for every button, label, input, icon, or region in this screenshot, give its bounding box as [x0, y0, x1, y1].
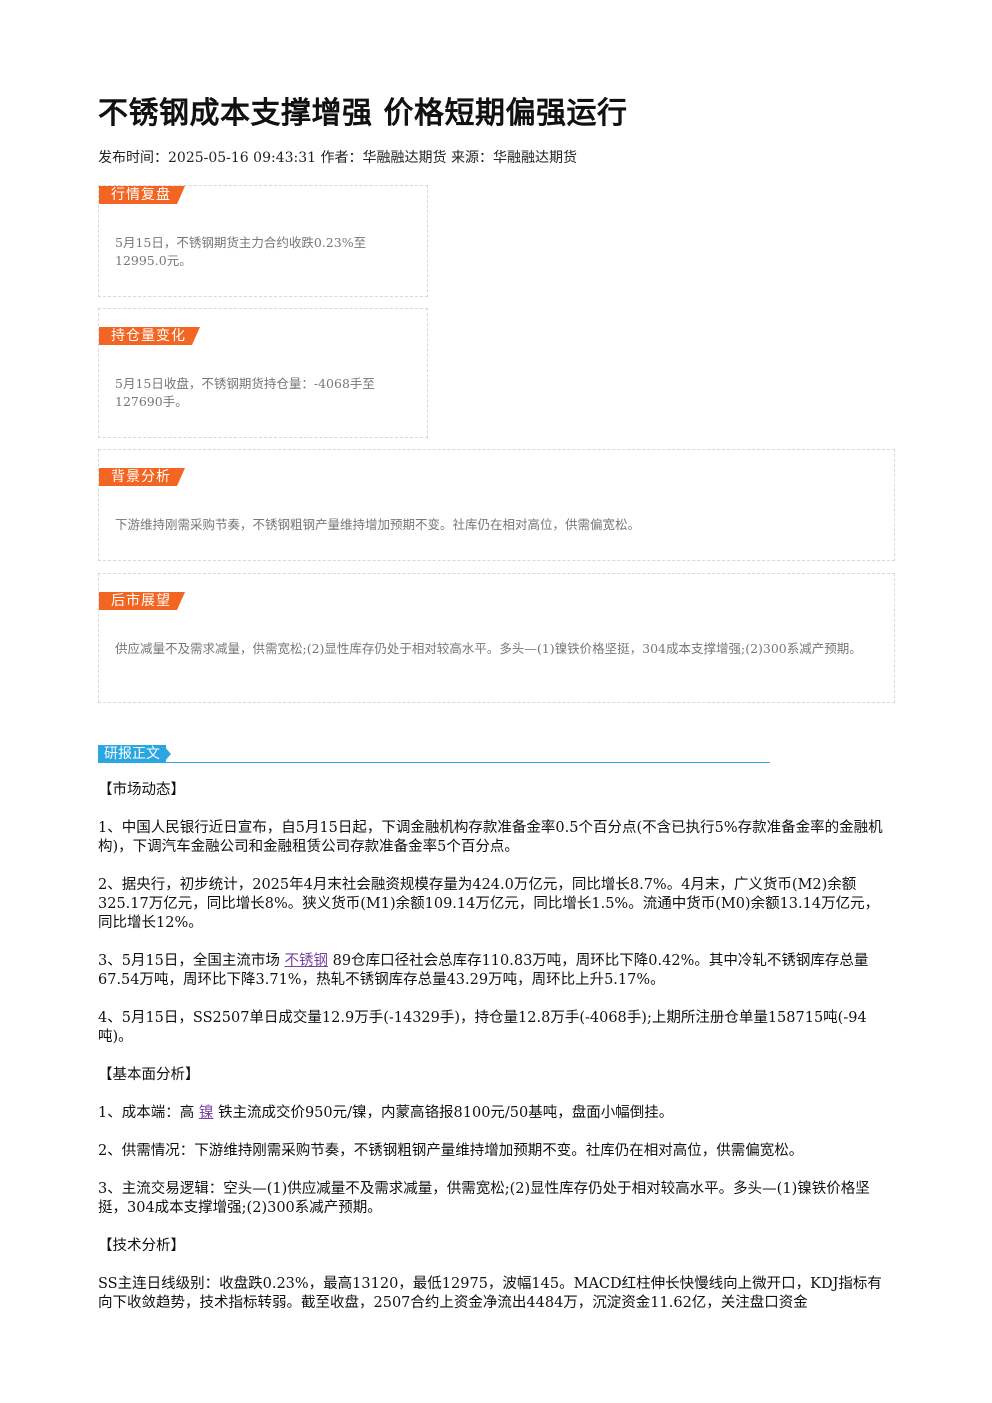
- market-paragraph-1: 1、中国人民银行近日宣布，自5月15日起，下调金融机构存款准备金率0.5个百分点…: [98, 820, 883, 855]
- stainless-steel-link[interactable]: 不锈钢: [284, 953, 329, 969]
- outlook-box: 后市展望 供应减量不及需求减量，供需宽松;(2)显性库存仍处于相对较高水平。多头…: [98, 573, 895, 703]
- technical-heading: 【技术分析】: [98, 1238, 185, 1254]
- market-review-box: 行情复盘 5月15日，不锈钢期货主力合约收跌0.23%至12995.0元。: [98, 185, 428, 297]
- background-text: 下游维持刚需采购节奏，不锈钢粗钢产量维持增加预期不变。社库仍在相对高位，供需偏宽…: [115, 517, 641, 532]
- market-heading: 【市场动态】: [98, 782, 185, 798]
- fundamental-paragraph-1-end: 铁主流成交价950元/镍，内蒙高铬报8100元/50基吨，盘面小幅倒挂。: [213, 1105, 674, 1121]
- market-paragraph-3: 3、5月15日，全国主流市场 不锈钢 89仓库口径社会总库存110.83万吨，周…: [98, 952, 890, 990]
- report-divider: [98, 762, 770, 763]
- market-review-text: 5月15日，不锈钢期货主力合约收跌0.23%至12995.0元。: [115, 235, 367, 268]
- fundamental-paragraph-1-start: 1、成本端：高: [98, 1105, 199, 1121]
- market-paragraph-2: 2、据央行，初步统计，2025年4月末社会融资规模存量为424.0万亿元，同比增…: [98, 877, 880, 931]
- market-paragraph-3-start: 3、5月15日，全国主流市场: [98, 953, 285, 969]
- position-change-tag: 持仓量变化: [99, 327, 200, 345]
- article-meta: 发布时间：2025-05-16 09:43:31 作者：华融融达期货 来源：华融…: [98, 150, 577, 166]
- background-tag: 背景分析: [99, 468, 185, 486]
- position-change-text: 5月15日收盘，不锈钢期货持仓量：-4068手至127690手。: [115, 376, 375, 409]
- fundamental-paragraph-3: 3、主流交易逻辑：空头—(1)供应减量不及需求减量，供需宽松;(2)显性库存仍处…: [98, 1181, 870, 1216]
- outlook-tag: 后市展望: [99, 592, 185, 610]
- market-review-tag: 行情复盘: [99, 186, 185, 204]
- market-paragraph-4: 4、5月15日，SS2507单日成交量12.9万手(-14329手)，持仓量12…: [98, 1010, 867, 1045]
- report-tag-arrow: [163, 745, 171, 763]
- market-paragraph-3-end: 89仓库口径社会总库存110.83万吨，周环比下降0.42%。其中冷轧不锈钢库存…: [98, 953, 869, 988]
- outlook-text: 供应减量不及需求减量，供需宽松;(2)显性库存仍处于相对较高水平。多头—(1)镍…: [115, 641, 862, 656]
- nickel-link[interactable]: 镍: [198, 1105, 214, 1121]
- fundamental-heading: 【基本面分析】: [98, 1067, 200, 1083]
- report-tag: 研报正文: [98, 745, 166, 763]
- fundamental-paragraph-1: 1、成本端：高 镍 铁主流成交价950元/镍，内蒙高铬报8100元/50基吨，盘…: [98, 1104, 890, 1123]
- fundamental-paragraph-2: 2、供需情况：下游维持刚需采购节奏，不锈钢粗钢产量维持增加预期不变。社库仍在相对…: [98, 1143, 804, 1159]
- position-change-box: 持仓量变化 5月15日收盘，不锈钢期货持仓量：-4068手至127690手。: [98, 308, 428, 438]
- background-box: 背景分析 下游维持刚需采购节奏，不锈钢粗钢产量维持增加预期不变。社库仍在相对高位…: [98, 449, 895, 561]
- article-title: 不锈钢成本支撑增强 价格短期偏强运行: [98, 96, 628, 131]
- technical-paragraph-1: SS主连日线级别：收盘跌0.23%，最高13120，最低12975，波幅145。…: [98, 1276, 882, 1311]
